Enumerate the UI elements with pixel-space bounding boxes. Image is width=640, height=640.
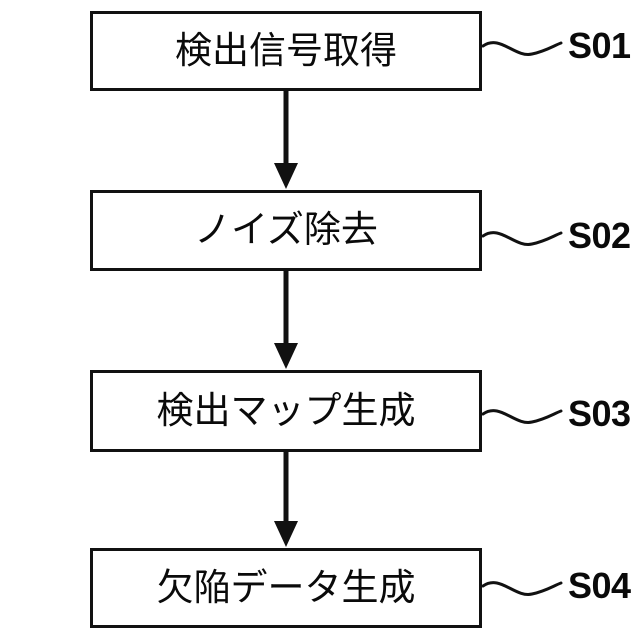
step-ref-s04: S04 [568, 565, 631, 606]
leader-line-s02 [481, 231, 563, 246]
leader-line-s04 [481, 581, 563, 596]
process-box-s04-label: 欠陥データ生成 [156, 565, 416, 609]
connector-s03-s04 [274, 452, 298, 547]
process-box-s01-label: 検出信号取得 [175, 28, 397, 72]
process-box-s03[interactable]: 検出マップ生成 [90, 370, 482, 452]
leader-line-s03 [481, 409, 563, 424]
step-ref-s02: S02 [568, 215, 631, 256]
step-ref-s03: S03 [568, 393, 631, 434]
connector-s01-s02 [274, 91, 298, 189]
process-box-s01[interactable]: 検出信号取得 [90, 11, 482, 91]
process-box-s03-label: 検出マップ生成 [156, 388, 416, 432]
step-ref-s01: S01 [568, 25, 631, 66]
leader-line-s01 [481, 41, 563, 56]
process-box-s04[interactable]: 欠陥データ生成 [90, 548, 482, 628]
connector-s02-s03 [274, 271, 298, 369]
process-box-s02-label: ノイズ除去 [194, 208, 378, 251]
process-box-s02[interactable]: ノイズ除去 [90, 190, 482, 271]
